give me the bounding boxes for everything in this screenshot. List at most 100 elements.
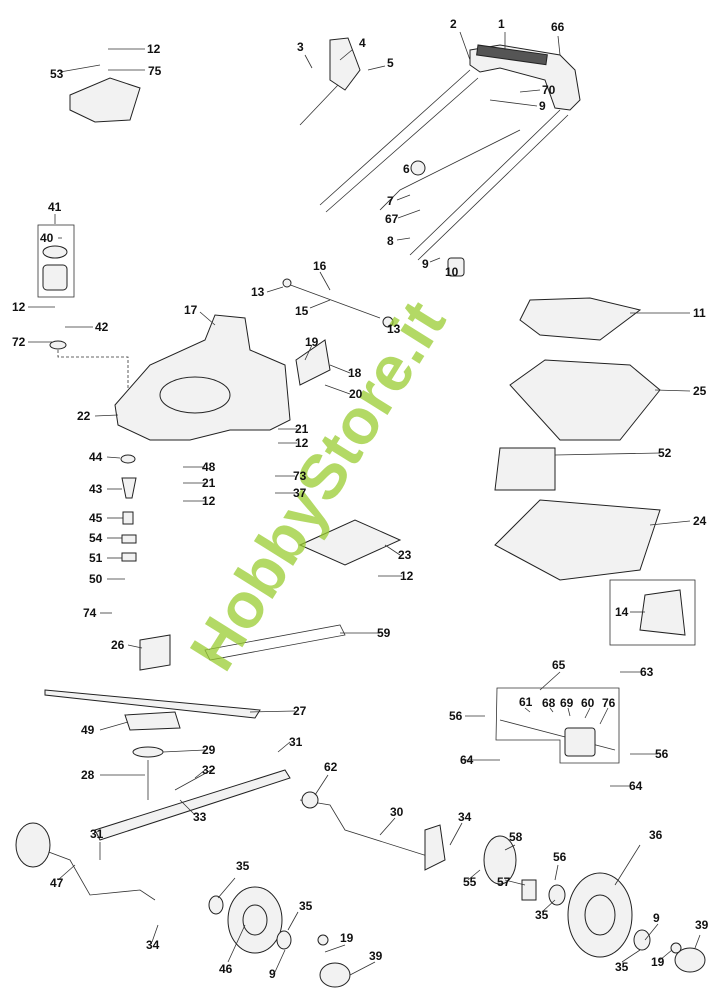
part-number-label: 42 — [95, 320, 109, 334]
part-number-label: 9 — [269, 967, 276, 981]
leader-line — [99, 721, 129, 731]
part-number-label: 13 — [387, 322, 401, 336]
part-number-label: 29 — [202, 743, 216, 757]
handle-assembly — [319, 44, 581, 277]
leader-line — [694, 934, 701, 949]
part-number-label: 32 — [202, 763, 216, 777]
part-number-label: 34 — [458, 810, 472, 824]
part-number-label: 67 — [385, 212, 399, 226]
leader-line — [127, 644, 143, 649]
leader-line — [324, 944, 346, 953]
part-number-label: 39 — [369, 949, 383, 963]
leader-line — [106, 456, 121, 459]
part-number-label: 2 — [450, 17, 457, 31]
part-number-label: 64 — [460, 753, 474, 767]
part-number-label: 12 — [400, 569, 414, 583]
leader-line — [314, 774, 329, 796]
part-number-label: 21 — [202, 476, 216, 490]
leader-line — [162, 749, 206, 753]
leader-line — [349, 961, 376, 976]
part-number-label: 13 — [251, 285, 265, 299]
part-number-label: 40 — [40, 231, 54, 245]
part-number-label: 19 — [651, 955, 665, 969]
part-number-label: 33 — [193, 810, 207, 824]
leader-line — [304, 344, 313, 361]
part-number-label: 68 — [542, 696, 556, 710]
group-box-65 — [495, 687, 620, 764]
part-number-label: 18 — [348, 366, 362, 380]
brake-lever — [329, 37, 361, 91]
part-number-label: 43 — [89, 482, 103, 496]
leader-line — [567, 707, 571, 717]
leader-line — [489, 99, 538, 107]
leader-line — [59, 64, 101, 73]
part-number-label: 56 — [655, 747, 669, 761]
blade-27 — [44, 689, 261, 719]
part-number-label: 46 — [219, 962, 233, 976]
part-number-label: 49 — [81, 723, 95, 737]
leader-line — [217, 877, 236, 899]
part-number-label: 4 — [359, 36, 366, 50]
part-number-label: 56 — [449, 709, 463, 723]
wheel-47 — [15, 822, 51, 868]
leader-line — [429, 257, 441, 263]
leader-line — [339, 49, 353, 61]
leader-line — [274, 949, 286, 973]
part-number-label: 12 — [295, 436, 309, 450]
leader-line — [287, 911, 299, 931]
leader-line — [379, 817, 396, 836]
part-number-label: 54 — [89, 531, 103, 545]
part-number-label: 35 — [236, 859, 250, 873]
part-number-label: 15 — [295, 304, 309, 318]
leader-line — [554, 864, 559, 881]
part-number-label: 50 — [89, 572, 103, 586]
part-number-label: 63 — [640, 665, 654, 679]
leader-line — [541, 899, 556, 913]
leader-line — [554, 452, 661, 456]
part-number-label: 35 — [535, 908, 549, 922]
part-number-label: 23 — [398, 548, 412, 562]
part-number-label: 11 — [693, 306, 706, 320]
part-number-label: 26 — [111, 638, 125, 652]
wheels — [208, 835, 706, 988]
part-number-label: 9 — [422, 257, 429, 271]
leader-line — [396, 237, 411, 241]
leader-line — [654, 389, 691, 392]
part-number-label: 76 — [602, 696, 616, 710]
leader-line — [227, 924, 246, 963]
part-number-label: 20 — [349, 387, 363, 401]
bag-24 — [494, 499, 661, 581]
leader-line — [266, 286, 284, 293]
part-number-label: 37 — [293, 486, 307, 500]
leader-line — [621, 949, 641, 963]
part-number-label: 19 — [305, 335, 319, 349]
part-number-label: 3 — [297, 40, 304, 54]
part-number-label: 5 — [387, 56, 394, 70]
part-number-label: 12 — [12, 300, 26, 314]
leader-line — [94, 414, 119, 417]
part-number-label: 73 — [293, 469, 307, 483]
leader-line — [194, 769, 206, 779]
leader-line — [504, 844, 516, 851]
leader-line — [304, 54, 313, 69]
part-number-label: 31 — [289, 735, 303, 749]
group-box-41 — [37, 224, 75, 298]
part-number-label: 59 — [377, 626, 391, 640]
part-number-label: 9 — [539, 99, 546, 113]
part-number-label: 58 — [509, 830, 523, 844]
part-number-label: 41 — [48, 200, 62, 214]
part-number-label: 66 — [551, 20, 565, 34]
leader-line — [659, 949, 673, 961]
part-number-label: 16 — [313, 259, 327, 273]
part-number-label: 64 — [629, 779, 643, 793]
leader-line — [151, 924, 159, 943]
leader-line — [584, 707, 591, 719]
part-number-label: 31 — [90, 827, 104, 841]
part-number-label: 7 — [387, 194, 394, 208]
leader-line — [504, 879, 526, 886]
part-number-label: 74 — [83, 606, 97, 620]
leader-line — [396, 194, 411, 201]
leader-line — [467, 869, 481, 881]
part-number-label: 36 — [649, 828, 663, 842]
